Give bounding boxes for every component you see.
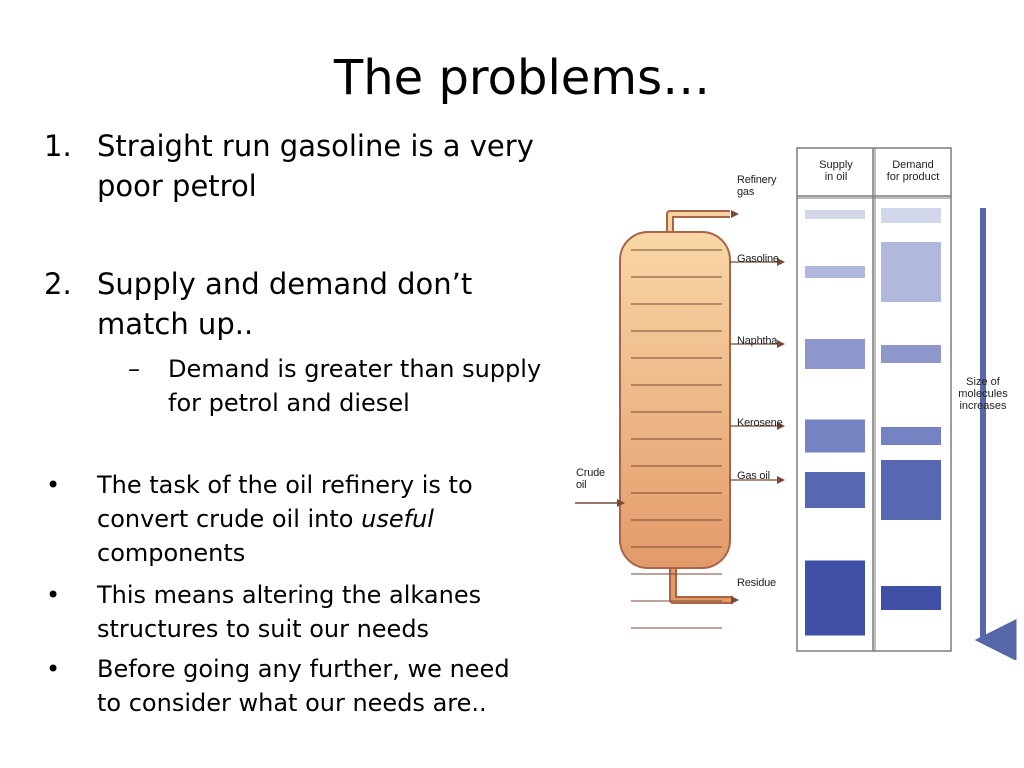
fractionating-column-diagram: Supply in oil Demand for product Crude o… <box>565 140 1024 660</box>
point-2-line-1: Supply and demand don’t <box>97 267 473 301</box>
crude-oil-label-line-1: Crude <box>576 467 605 479</box>
supply-bar <box>805 472 865 508</box>
diagram-graphic <box>575 147 1017 660</box>
pipe-arrowhead <box>731 210 739 218</box>
supply-bar <box>805 560 865 636</box>
fraction-label-line-1: Residue <box>737 577 776 589</box>
fraction-label-line-1: Kerosene <box>737 417 783 429</box>
bullet-marker-2: • <box>46 581 61 609</box>
demand-header-line-2: for product <box>886 171 940 183</box>
slide-title: The problems… <box>333 50 711 106</box>
point-1-line-2: poor petrol <box>97 169 257 203</box>
fraction-label-line-2: gas <box>737 186 755 198</box>
bullet-1-line-1: The task of the oil refinery is to <box>97 471 473 499</box>
fraction-label-line-1: Naphtha <box>737 335 778 347</box>
molecule-size-label-line-1: Size of <box>966 376 1000 388</box>
supply-header-line-1: Supply <box>819 159 853 171</box>
subpoint-line-2: for petrol and diesel <box>168 389 410 417</box>
bullet-marker-1: • <box>46 471 61 499</box>
demand-header-line-1: Demand <box>892 159 934 171</box>
fraction-label: Residue <box>737 577 776 589</box>
top-outlet-pipe-fill <box>668 212 730 235</box>
demand-bar <box>881 242 941 302</box>
outlet-arrowhead <box>777 476 785 484</box>
demand-header: Demand for product <box>875 159 951 183</box>
point-1-line-1: Straight run gasoline is a very <box>97 129 534 163</box>
outlet-arrowhead <box>777 340 785 348</box>
emphasis-useful: useful <box>361 505 434 533</box>
molecule-size-label-line-3: increases <box>959 400 1007 412</box>
sub-marker: – <box>128 355 140 383</box>
fraction-label-line-1: Gas oil <box>737 470 770 482</box>
supply-header-line-2: in oil <box>824 171 848 183</box>
bullet-3-line-2: to consider what our needs are.. <box>97 689 487 717</box>
crude-oil-label-line-2: oil <box>576 479 587 491</box>
column-trays <box>631 249 722 629</box>
demand-bar <box>881 427 941 445</box>
bullet-1-line-2-text: convert crude oil into <box>97 505 362 533</box>
bullet-1-line-3: components <box>97 539 246 567</box>
demand-bar <box>881 208 941 223</box>
bullet-marker-3: • <box>46 655 61 683</box>
bullet-3-line-1: Before going any further, we need <box>97 655 510 683</box>
demand-bar <box>881 345 941 363</box>
point-2-line-2: match up.. <box>97 307 254 341</box>
fraction-label: Gas oil <box>737 470 770 482</box>
supply-bar <box>805 210 865 219</box>
supply-demand-table <box>796 147 952 652</box>
subpoint-line-1: Demand is greater than supply <box>168 355 542 383</box>
molecule-size-label: Size of molecules increases <box>951 376 1015 412</box>
supply-bar <box>805 266 865 278</box>
bullet-2-line-2: structures to suit our needs <box>97 615 430 643</box>
crude-oil-inlet-arrowhead <box>617 499 625 507</box>
fraction-label: Naphtha <box>737 335 777 347</box>
molecule-size-label-line-2: molecules <box>958 388 1008 400</box>
supply-bar <box>805 339 865 369</box>
bullet-2-line-1: This means altering the alkanes <box>97 581 482 609</box>
fraction-label: Kerosene <box>737 417 783 429</box>
crude-oil-label: Crude oil <box>576 467 605 491</box>
fraction-label-line-1: Gasoline <box>737 253 779 265</box>
outlet-arrowhead <box>777 258 785 266</box>
list-marker-1: 1. <box>44 129 72 163</box>
bottom-outlet-pipe-fill <box>671 558 733 602</box>
list-marker-2: 2. <box>44 267 72 301</box>
outlet-arrows <box>730 210 785 604</box>
fraction-label: Gasoline <box>737 253 779 265</box>
supply-header: Supply in oil <box>803 159 869 183</box>
column-body <box>619 231 731 569</box>
pipe-arrowhead <box>731 596 739 604</box>
bullet-1-line-2: convert crude oil into useful <box>97 504 434 534</box>
demand-bar <box>881 460 941 520</box>
outlet-arrowhead <box>777 422 785 430</box>
fraction-label-line-1: Refinery <box>737 174 777 186</box>
supply-bar <box>805 419 865 453</box>
supply-demand-bars <box>805 208 941 636</box>
demand-bar <box>881 586 941 610</box>
